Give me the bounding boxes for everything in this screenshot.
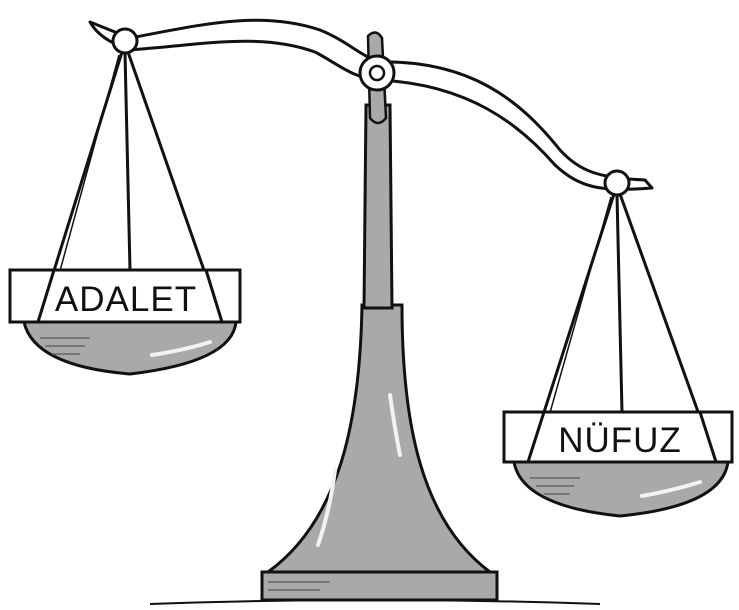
scale-base — [262, 572, 497, 600]
left-pan-bowl — [24, 322, 236, 374]
scale-stand — [268, 305, 490, 572]
right-pan-bowl — [514, 462, 728, 516]
left-pan: ADALET — [10, 29, 240, 374]
pivot-joint — [360, 56, 394, 90]
left-pan-label: ADALET — [55, 280, 197, 319]
right-pan-label: NÜFUZ — [558, 421, 682, 460]
right-pan: NÜFUZ — [504, 171, 732, 516]
left-pan-hook — [113, 29, 137, 53]
scale-pillar — [364, 105, 392, 308]
right-pan-hook — [605, 171, 629, 195]
